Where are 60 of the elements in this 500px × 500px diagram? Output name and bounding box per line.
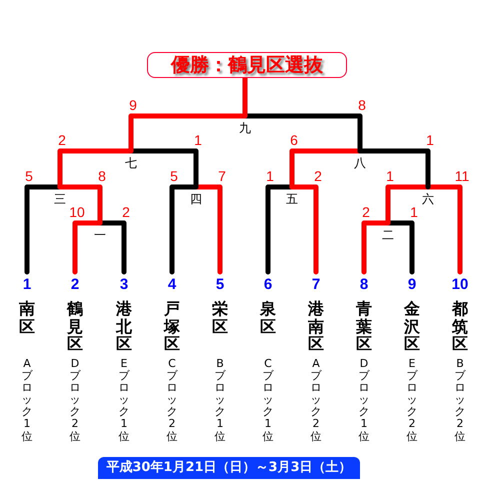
score-label: 6 — [290, 133, 298, 147]
block-rank: Bブロック1位 — [214, 358, 226, 443]
score-label: 9 — [129, 98, 137, 112]
score-label: 2 — [314, 169, 322, 183]
score-label: 5 — [170, 169, 178, 183]
team-name: 港北区 — [116, 300, 132, 356]
bracket-line — [242, 76, 248, 118]
seed-number: 6 — [264, 277, 272, 292]
score-label: 8 — [358, 98, 366, 112]
match-label: 八 — [354, 157, 366, 169]
score-label: 1 — [194, 133, 202, 147]
score-label: 11 — [454, 169, 470, 183]
team-name: 都筑区 — [452, 300, 468, 356]
team-name: 金沢区 — [404, 300, 420, 356]
score-label: 1 — [386, 169, 394, 183]
score-label: 2 — [362, 205, 370, 219]
team-name: 青葉区 — [356, 300, 372, 356]
score-label: 8 — [98, 169, 106, 183]
match-label: 七 — [125, 157, 137, 169]
score-label: 5 — [25, 169, 33, 183]
block-rank: Aブロック1位 — [22, 358, 32, 443]
block-rank: Dブロック1位 — [358, 358, 370, 443]
block-rank: Eブロック1位 — [118, 358, 130, 443]
seed-number: 3 — [120, 277, 128, 292]
date-banner: 平成30年1月21日（日）～3月3日（土） — [98, 457, 360, 479]
seed-number: 10 — [452, 277, 468, 292]
seed-number: 2 — [70, 277, 80, 292]
score-label: 2 — [58, 133, 66, 147]
seed-number: 4 — [168, 277, 176, 292]
seed-number: 5 — [216, 277, 224, 292]
score-label: 7 — [218, 169, 226, 183]
block-rank: Bブロック2位 — [454, 358, 466, 443]
block-rank: Cブロック2位 — [166, 358, 178, 443]
block-rank: Eブロック2位 — [406, 358, 418, 443]
match-label: 九 — [239, 122, 251, 134]
match-label: 四 — [190, 193, 202, 205]
team-name: 栄区 — [212, 300, 228, 338]
seed-number: 7 — [312, 277, 320, 292]
team-name: 戸塚区 — [164, 300, 180, 356]
score-label: 1 — [266, 169, 274, 183]
team-name: 鶴見区 — [67, 300, 83, 356]
match-label: 三 — [54, 193, 66, 205]
block-rank: Aブロック2位 — [310, 358, 322, 443]
seed-number: 9 — [408, 277, 416, 292]
match-label: 五 — [286, 193, 298, 205]
score-label: 1 — [410, 205, 418, 219]
match-label: 二 — [382, 229, 394, 241]
score-label: 10 — [69, 205, 85, 219]
match-label: 六 — [422, 193, 434, 205]
score-label: 1 — [426, 133, 434, 147]
seed-number: 8 — [360, 277, 368, 292]
team-name: 泉区 — [260, 300, 276, 338]
team-name: 港南区 — [308, 300, 324, 356]
seed-number: 1 — [22, 277, 32, 292]
team-name: 南区 — [19, 300, 35, 338]
champion-banner: 優勝：鶴見区選抜 — [147, 52, 347, 78]
block-rank: Cブロック1位 — [262, 358, 274, 443]
score-label: 2 — [122, 205, 130, 219]
block-rank: Dブロック2位 — [70, 358, 80, 443]
match-label: 一 — [94, 229, 106, 241]
